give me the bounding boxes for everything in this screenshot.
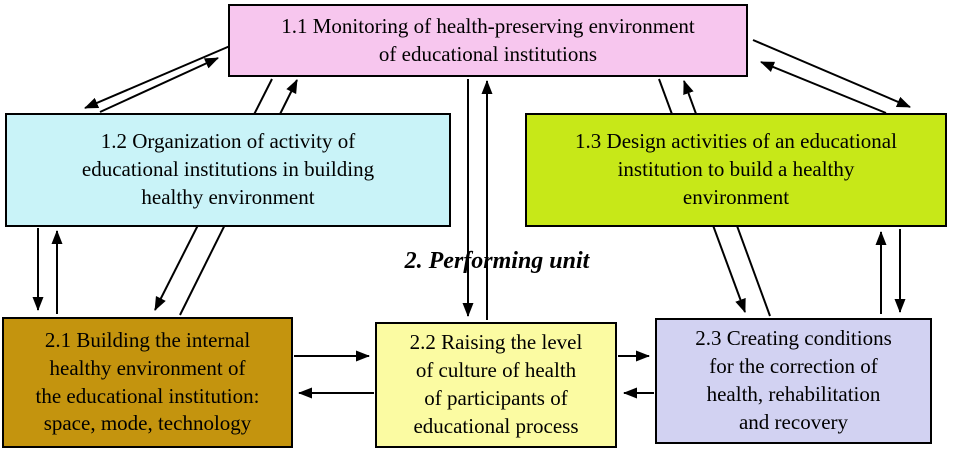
- node-1-1-monitoring: 1.1 Monitoring of health-preserving envi…: [228, 4, 748, 77]
- node-1-3-design: 1.3 Design activities of an educational …: [525, 113, 947, 227]
- node-1-2-organization: 1.2 Organization of activity of educatio…: [5, 113, 451, 227]
- arrow-1.1-to-1.2: [84, 45, 231, 109]
- node-2-3-creating: 2.3 Creating conditions for the correcti…: [655, 318, 932, 444]
- performing-unit-label: 2. Performing unit: [404, 248, 590, 274]
- arrow-1.2-to-1.1: [99, 57, 219, 113]
- node-2-1-building: 2.1 Building the internal healthy enviro…: [2, 317, 293, 448]
- arrow-1.1-to-1.3: [752, 39, 911, 108]
- arrow-1.3-to-1.1: [760, 61, 887, 114]
- node-2-2-raising: 2.2 Raising the level of culture of heal…: [375, 322, 617, 448]
